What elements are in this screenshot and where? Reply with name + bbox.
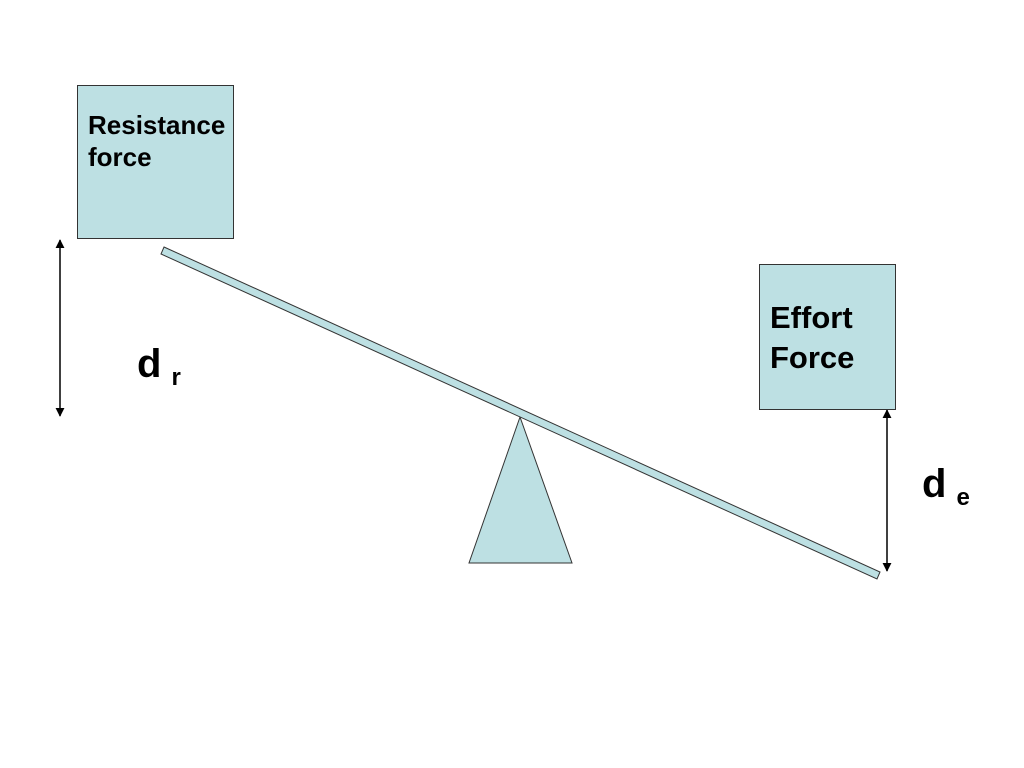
effort-distance-subscript: e bbox=[956, 484, 970, 511]
resistance-force-label-line2: force bbox=[88, 142, 152, 172]
effort-force-label-line1: Effort bbox=[770, 300, 853, 335]
effort-distance-symbol: d bbox=[922, 462, 947, 506]
resistance-force-label: Resistance force bbox=[88, 109, 225, 173]
fulcrum bbox=[468, 415, 573, 564]
resistance-distance-symbol: d bbox=[137, 342, 162, 386]
resistance-force-box bbox=[77, 85, 234, 239]
resistance-distance-subscript: r bbox=[171, 364, 181, 391]
effort-force-box bbox=[759, 264, 896, 410]
resistance-force-label-line1: Resistance bbox=[88, 110, 226, 140]
effort-force-label: Effort Force bbox=[770, 298, 854, 378]
lever-beam bbox=[160, 246, 881, 580]
effort-force-label-line2: Force bbox=[770, 340, 855, 375]
